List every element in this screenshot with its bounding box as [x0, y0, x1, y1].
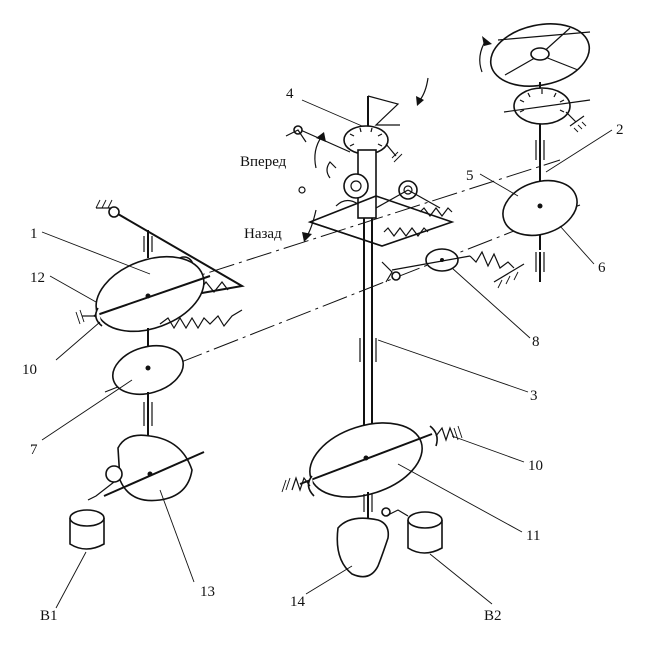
top-zigzag-arrow	[367, 95, 400, 126]
cam-14	[336, 517, 390, 578]
platform-spring-high	[419, 207, 453, 217]
platform-gear	[343, 173, 369, 199]
cylinder-b2	[407, 520, 443, 554]
rotation-arrow-top-head	[482, 36, 492, 46]
label-3: 3	[530, 388, 538, 404]
handwheel-hub	[530, 47, 550, 61]
disk-12-axle	[93, 275, 211, 317]
right-dial-axis	[503, 99, 591, 113]
label-6: 6	[598, 260, 606, 276]
label-12: 12	[30, 270, 45, 286]
lower-brake-left	[307, 475, 315, 497]
label-8: 8	[532, 334, 540, 350]
label-forward: Вперед	[240, 154, 287, 170]
left-brake-10	[94, 307, 103, 327]
left-spring	[159, 309, 243, 330]
central-assembly	[285, 77, 525, 460]
label-2: 2	[616, 122, 624, 138]
left-assembly	[69, 199, 245, 550]
forward-arrow	[314, 135, 323, 169]
platform-pawl	[326, 161, 337, 179]
platform-spring-low	[383, 227, 429, 237]
dial-4-ticks	[349, 127, 383, 147]
label-1: 1	[30, 226, 38, 242]
label-b2: В2	[484, 608, 502, 624]
lower-axis-line	[104, 204, 581, 393]
label-10-right: 10	[528, 458, 543, 474]
labels: 1 2 3 4 5 6 7 8 10 10 11 12 13 14 В1 В2 …	[22, 86, 624, 624]
label-13: 13	[200, 584, 215, 600]
leader-lines	[41, 99, 613, 609]
rotation-arrow-central	[419, 77, 429, 101]
lower-central-assembly	[281, 422, 463, 578]
right-dial-bracket	[565, 111, 577, 123]
right-dial-bracket-base	[569, 115, 585, 127]
label-b1: В1	[40, 608, 58, 624]
label-5: 5	[466, 168, 474, 184]
cam-13-follower	[105, 465, 123, 483]
label-11: 11	[526, 528, 540, 544]
label-14: 14	[290, 594, 306, 610]
cam-13-axle	[103, 451, 205, 497]
spring-8	[469, 250, 515, 269]
central-platform	[307, 195, 455, 247]
right-top-assembly	[479, 23, 591, 282]
cam-13	[117, 434, 193, 502]
handwheel-axis	[497, 31, 591, 41]
right-dial	[513, 87, 571, 125]
label-10-left: 10	[22, 362, 37, 378]
label-7: 7	[30, 442, 38, 458]
label-4: 4	[286, 86, 294, 102]
label-back: Назад	[244, 226, 282, 242]
right-dial-ticks	[519, 89, 565, 113]
